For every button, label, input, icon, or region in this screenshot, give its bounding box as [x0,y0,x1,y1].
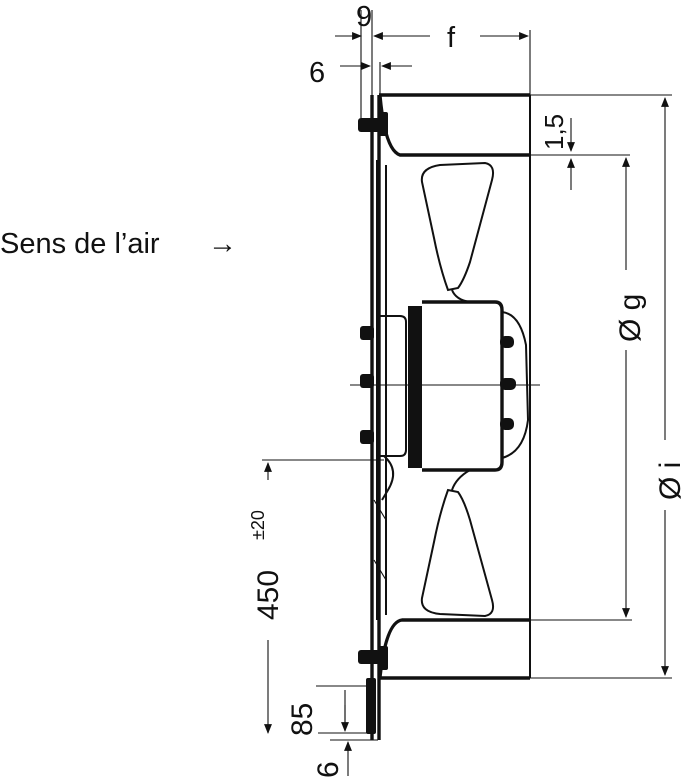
cable [381,455,395,501]
top-bolt [358,118,380,132]
bottom-bolt [358,650,380,664]
fan-blade-upper [420,161,495,292]
hub-bolt-bottom [360,430,374,444]
dim-bottom-offset [316,685,370,734]
bottom-flange [378,618,530,680]
dim-cable-length [262,459,384,734]
top-flange [378,93,530,157]
dim-outer-diameter [530,94,672,679]
airflow-label: Sens de l’air [0,228,160,260]
label-clearance: 1,5 [539,114,569,150]
cap-fin-3 [500,418,514,430]
motor-rear-cap [501,311,530,459]
motor-body [422,300,504,472]
mounting-plate [370,95,381,740]
fan-assembly [358,93,531,740]
motor-band [408,306,422,468]
label-bottom-small: 6 [312,761,345,778]
bottom-bolt-head [378,646,388,670]
label-inner-diameter: Ø g [614,294,647,342]
guard-rail-left [376,160,387,620]
label-depth: f [447,22,456,54]
label-top-small: 9 [356,1,372,33]
cap-fin-2 [500,378,516,390]
label-cable-length: 450 [252,570,285,620]
cable-gland [366,678,376,734]
airflow-arrow-glyph: → [208,228,237,260]
label-outer-diameter: Ø i [654,462,686,500]
dim-inner-diameter [530,157,632,621]
hub-bolt-top [360,326,374,340]
hub-front-plate [380,315,407,457]
label-cable-tolerance: ±20 [248,510,268,540]
hub-bolt-mid [360,374,374,388]
blade-lower-root [451,469,471,491]
fan-blade-lower [420,488,495,618]
label-bottom-offset: 85 [286,703,319,736]
dim-bottom-small [330,739,378,776]
dim-clearance [530,118,630,190]
blade-upper-root [451,289,471,303]
label-top-offset: 6 [309,57,325,89]
top-bolt-head [378,112,388,136]
cap-fin-1 [500,336,514,348]
guard-strut-lower [373,499,387,581]
dim-top [335,10,531,118]
